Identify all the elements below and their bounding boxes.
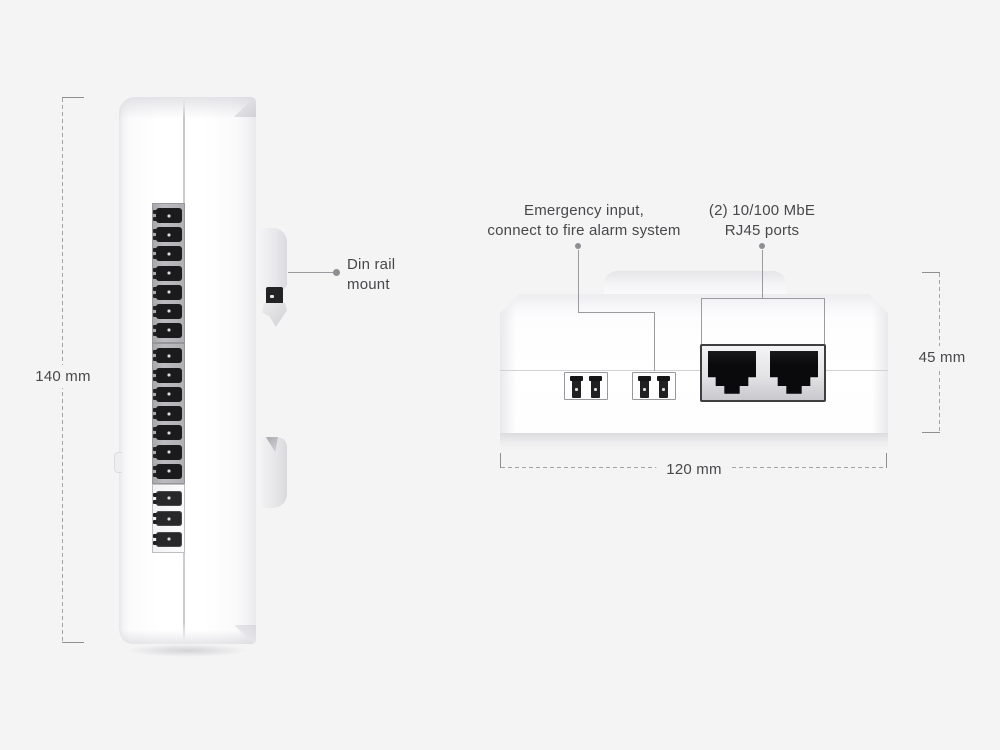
- din-rail-callout-dot: [333, 269, 340, 276]
- width-dim-tick-right: [886, 453, 887, 468]
- terminal-group: [152, 203, 185, 343]
- side-view-top-bevel: [235, 97, 256, 117]
- rj45-ports-label: (2) 10/100 MbE RJ45 ports: [709, 201, 815, 241]
- spring-terminal: [588, 376, 602, 398]
- front-height-dim-tick-bottom: [922, 432, 940, 433]
- terminal-connector: [152, 511, 182, 526]
- terminal-dot: [661, 388, 665, 391]
- din-rail-hook: [262, 303, 287, 327]
- terminal-connector: [152, 348, 182, 364]
- connector-dot: [167, 469, 170, 473]
- emergency-input-label: Emergency input, connect to fire alarm s…: [487, 201, 680, 241]
- din-rail-label-line1: Din rail: [347, 256, 396, 273]
- terminal-group: [152, 343, 185, 484]
- terminal-connector: [152, 208, 182, 224]
- connector-dot: [167, 233, 170, 237]
- terminal-dot: [575, 388, 579, 391]
- din-rail-latch: [266, 287, 283, 306]
- connector-dot: [167, 392, 170, 396]
- din-rail-callout-line: [288, 272, 336, 273]
- front-view-seam-line: [500, 370, 888, 371]
- spring-terminal: [638, 376, 652, 398]
- emergency-callout-line-h: [578, 312, 655, 313]
- terminal-cap: [656, 376, 670, 381]
- terminal-connector: [152, 284, 182, 300]
- terminal-strip: [152, 203, 185, 553]
- din-rail-callout-label: Din rail mount: [347, 255, 395, 295]
- din-rail-label-line2: mount: [347, 276, 390, 293]
- terminal-connector: [152, 246, 182, 262]
- height-dim-tick-top: [62, 97, 84, 98]
- rj45-callout-line: [762, 250, 763, 298]
- height-dim-tick-bottom: [62, 642, 84, 643]
- terminal-connector: [152, 444, 182, 460]
- terminal-group: [152, 484, 185, 553]
- terminal-cap: [638, 376, 652, 381]
- terminal-connector: [152, 227, 182, 243]
- rj45-ports-label-line1: (2) 10/100 MbE: [708, 202, 816, 219]
- rj45-callout-dot: [759, 243, 765, 249]
- connector-dot: [167, 252, 170, 256]
- rj45-jack: [770, 351, 818, 394]
- rj45-port-block: [700, 344, 826, 402]
- connector-dot: [167, 496, 170, 500]
- terminal-connector: [152, 406, 182, 421]
- front-view-device-body: [500, 294, 888, 433]
- emergency-callout-line-v1: [578, 250, 579, 312]
- terminal-connector: [152, 490, 182, 506]
- terminal-connector: [152, 386, 182, 402]
- rj45-bracket-left: [701, 298, 702, 344]
- height-dim-label: 140 mm: [25, 365, 101, 388]
- width-dim-tick-left: [500, 453, 501, 468]
- terminal-cap: [588, 376, 602, 381]
- connector-dot: [167, 271, 170, 275]
- rj45-jack: [708, 351, 756, 394]
- connector-dot: [167, 354, 170, 358]
- connector-dot: [167, 431, 170, 435]
- terminal-dot: [643, 388, 647, 391]
- side-view-bottom-bevel: [235, 625, 256, 644]
- emergency-callout-line-v2: [654, 312, 655, 371]
- connector-dot: [167, 214, 170, 218]
- front-height-dim-label: 45 mm: [914, 346, 970, 369]
- connector-dot: [167, 517, 170, 520]
- side-view-edge-button: [114, 452, 122, 473]
- spring-terminal: [570, 376, 584, 398]
- terminal-connector: [152, 425, 182, 441]
- emergency-input-label-line1: Emergency input,: [524, 202, 644, 219]
- terminal-connector: [152, 265, 182, 281]
- terminal-dot: [593, 388, 597, 391]
- terminal-connector: [152, 322, 182, 338]
- terminal-cap: [570, 376, 584, 381]
- rj45-ports-label-line2: RJ45 ports: [724, 222, 800, 239]
- terminal-connector: [152, 463, 182, 479]
- emergency-callout-dot: [575, 243, 581, 249]
- connector-dot: [167, 290, 170, 294]
- spring-terminal: [656, 376, 670, 398]
- emergency-input-label-line2: connect to fire alarm system: [487, 222, 681, 239]
- connector-dot: [167, 328, 170, 332]
- rj45-bracket-top: [701, 298, 825, 299]
- connector-dot: [167, 537, 170, 541]
- side-view-shadow: [126, 644, 248, 657]
- connector-dot: [167, 373, 170, 377]
- front-view-shadow: [500, 433, 888, 451]
- side-view-device-body: [119, 97, 256, 644]
- din-rail-clip-top: [258, 228, 287, 291]
- emergency-terminal-pair: [632, 372, 676, 400]
- connector-dot: [167, 450, 170, 454]
- connector-dot: [167, 309, 170, 313]
- terminal-connector: [152, 367, 182, 383]
- terminal-connector: [152, 303, 182, 319]
- front-height-dim-tick-top: [922, 272, 940, 273]
- terminal-connector: [152, 531, 182, 547]
- connector-dot: [167, 412, 170, 415]
- emergency-terminal-pair: [564, 372, 608, 400]
- width-dim-label: 120 mm: [656, 458, 732, 481]
- rj45-bracket-right: [824, 298, 825, 344]
